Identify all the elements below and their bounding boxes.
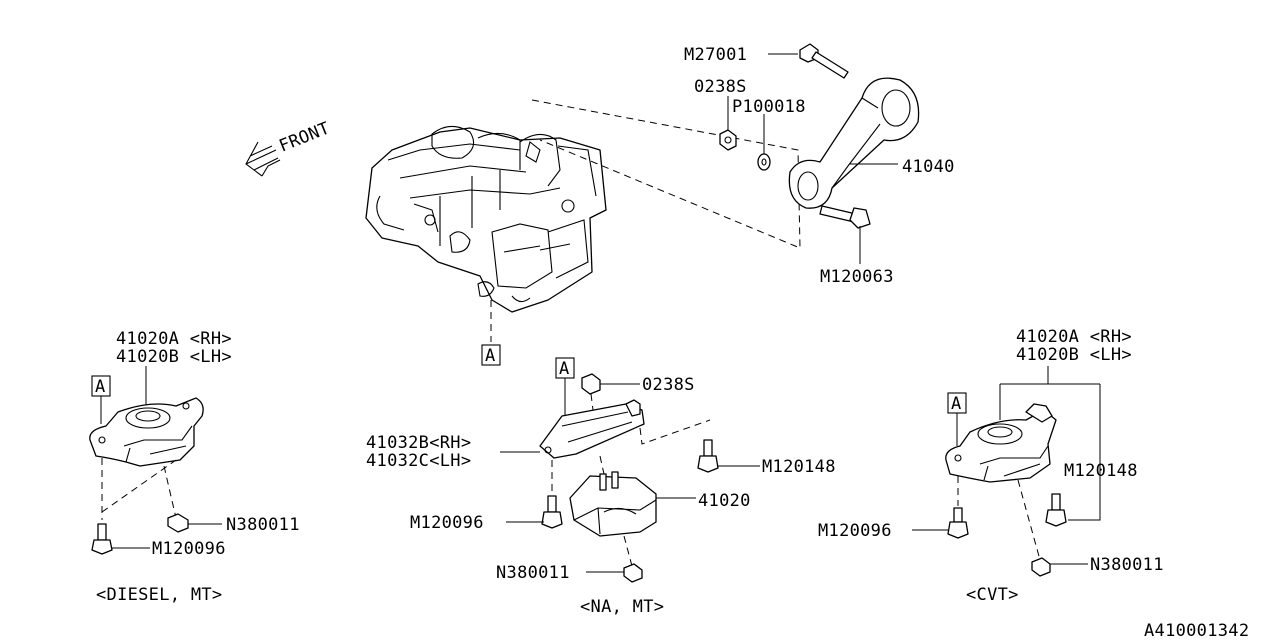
callout-pitch-stopper: 41040 — [902, 157, 955, 177]
engine-block-illustration — [365, 125, 607, 313]
na-nut-bottom-label: N380011 — [496, 563, 570, 583]
diesel-caption: <DIESEL, MT> — [96, 585, 222, 605]
na-bracket-lh-label: 41032C<LH> — [366, 451, 471, 471]
na-nut-top-label: 0238S — [642, 375, 695, 395]
diesel-nut-illustration — [167, 513, 189, 533]
callout-nut-top: 0238S — [694, 77, 747, 97]
ref-marker-box — [481, 344, 501, 366]
front-arrow-icon — [245, 141, 281, 177]
na-bracket-illustration — [539, 399, 645, 459]
cvt-caption: <CVT> — [966, 585, 1019, 605]
diesel-mount-b-label: 41020B <LH> — [116, 347, 232, 367]
diesel-bolt-label: M120096 — [152, 539, 226, 559]
cvt-bolt-right-label: M120148 — [1064, 461, 1138, 481]
cvt-nut-label: N380011 — [1090, 555, 1164, 575]
bolt-bottom-illustration — [819, 205, 871, 229]
callout-bolt-top: M27001 — [684, 45, 747, 65]
ref-marker-diesel: A — [95, 377, 106, 397]
front-label: FRONT — [276, 118, 332, 156]
diagram-id: A410001342 — [1144, 621, 1249, 640]
na-bolt-left-illustration — [541, 495, 563, 529]
nut-illustration — [719, 129, 737, 151]
bolt-top-illustration — [799, 43, 849, 79]
cvt-mount-a-label: 41020A <RH> — [1016, 327, 1132, 347]
na-bolt-right-label: M120148 — [762, 457, 836, 477]
na-bolt-left-label: M120096 — [410, 513, 484, 533]
na-mount-illustration — [569, 471, 657, 537]
ref-marker-engine: A — [485, 346, 496, 366]
diesel-mount-illustration — [89, 397, 204, 467]
na-nut-top-illustration — [581, 373, 601, 395]
diesel-nut-label: N380011 — [226, 515, 300, 535]
washer-illustration — [757, 153, 771, 171]
na-nut-bottom-illustration — [623, 563, 643, 583]
callout-washer: P100018 — [732, 97, 806, 117]
na-bracket-rh-label: 41032B<RH> — [366, 433, 471, 453]
ref-marker-cvt: A — [951, 394, 962, 414]
cvt-mount-illustration — [945, 403, 1057, 483]
pitch-stopper-illustration — [788, 77, 920, 209]
ref-marker-na: A — [559, 359, 570, 379]
na-mount-label: 41020 — [698, 491, 751, 511]
diesel-bolt-illustration — [91, 523, 113, 555]
na-bolt-right-illustration — [697, 439, 719, 473]
cvt-bolt-right-illustration — [1045, 493, 1067, 527]
cvt-mount-b-label: 41020B <LH> — [1016, 345, 1132, 365]
cvt-bolt-left-illustration — [947, 507, 969, 539]
diesel-mount-a-label: 41020A <RH> — [116, 329, 232, 349]
callout-bolt-bottom: M120063 — [820, 267, 894, 287]
na-caption: <NA, MT> — [580, 597, 664, 617]
cvt-nut-illustration — [1031, 557, 1051, 577]
cvt-bolt-left-label: M120096 — [818, 521, 892, 541]
